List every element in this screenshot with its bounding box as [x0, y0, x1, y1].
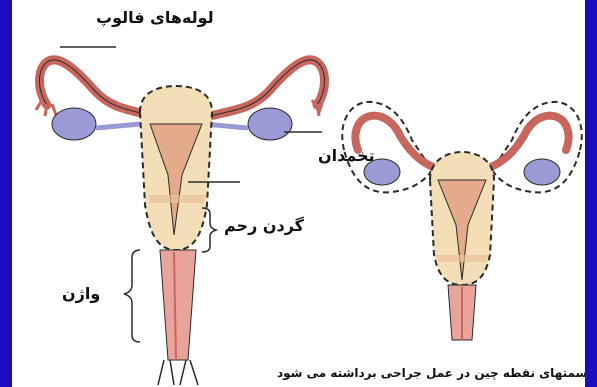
uterus-diagrams [12, 0, 585, 387]
left-vagina [160, 250, 196, 360]
vagina-label: واژن [62, 284, 100, 303]
fallopian-tubes-label: لوله‌های فالوپ [96, 8, 214, 27]
surgery-caption: قسمتهای نقطه چین در عمل جراحی برداشته می… [277, 366, 585, 380]
vagina-brace [124, 250, 140, 342]
right-surgery-diagram [342, 102, 581, 340]
left-ovary-right [248, 108, 292, 140]
cervix-label: گردن رحم [224, 216, 304, 235]
left-ovary-left [52, 108, 96, 140]
diagram-frame: لوله‌های فالوپ تخمدان گردن رحم واژن قسمت… [12, 0, 585, 387]
ovary-label: تخمدان [318, 146, 375, 165]
